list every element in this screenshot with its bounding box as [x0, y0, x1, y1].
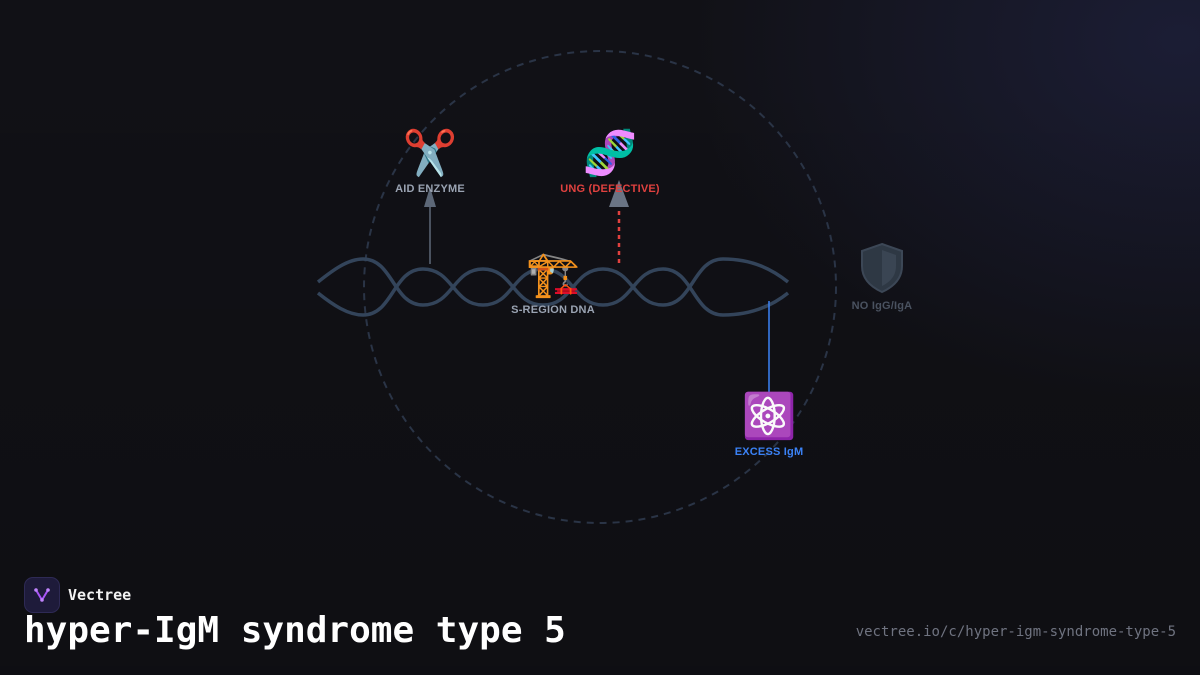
page-url[interactable]: vectree.io/c/hyper-igm-syndrome-type-5 [855, 624, 1176, 640]
ung-label: UNG (DEFECTIVE) [560, 183, 660, 195]
scissors-icon: ✂️ [402, 129, 458, 178]
arrow-aid-head [424, 187, 436, 207]
dna-icon: 🧬 [582, 129, 638, 178]
page-title: hyper-IgM syndrome type 5 [24, 610, 566, 651]
node-excess-igm: ⚛️ EXCESS IgM [735, 392, 804, 458]
aid-enzyme-label: AID ENZYME [395, 183, 465, 195]
vectree-logo-icon [24, 577, 60, 613]
node-no-igg-iga: NO IgG/IgA [852, 296, 913, 312]
node-s-region-dna: 🏗️ S-REGION DNA [511, 250, 595, 316]
shield-icon [861, 242, 903, 294]
atom-icon: ⚛️ [741, 392, 797, 441]
excess-igm-label: EXCESS IgM [734, 446, 804, 458]
orbit-circle [363, 50, 837, 524]
brand-name: Vectree [68, 586, 132, 604]
construction-crane-icon: 🏗️ [525, 250, 581, 299]
no-igg-label: NO IgG/IgA [851, 300, 913, 312]
arrow-ung-head [609, 180, 629, 207]
helix-strand-a [316, 257, 790, 307]
s-region-label: S-REGION DNA [511, 304, 595, 316]
helix-strand-b [316, 267, 790, 317]
node-ung-defective: 🧬 UNG (DEFECTIVE) [560, 129, 660, 195]
brand: Vectree [24, 577, 131, 613]
node-aid-enzyme: ✂️ AID ENZYME [395, 129, 465, 195]
